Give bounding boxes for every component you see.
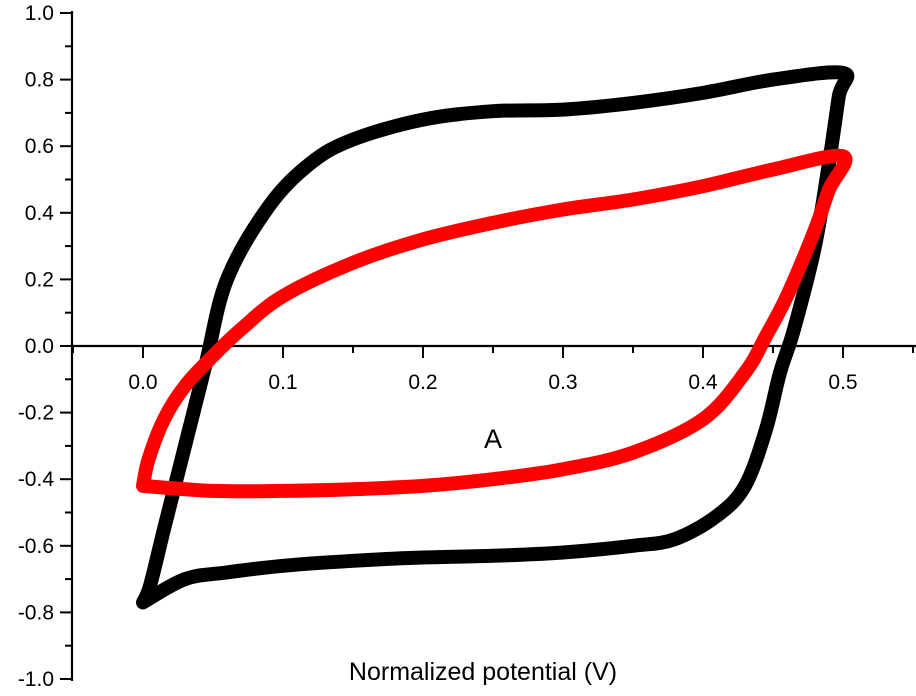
- series-curve-2: [136, 148, 853, 499]
- series-layer: [136, 65, 855, 610]
- y-tick-label: 0.6: [25, 135, 54, 158]
- x-tick-label: 0.4: [688, 371, 718, 394]
- y-tick-label: 0.8: [25, 69, 54, 92]
- y-tick-label: -0.6: [18, 535, 54, 558]
- y-tick-label: -1.0: [18, 668, 54, 691]
- y-tick-label: -0.2: [18, 402, 54, 425]
- series-curve-1: [136, 65, 855, 610]
- x-axis-title: Normalized potential (V): [349, 658, 617, 686]
- y-tick-label: 1.0: [25, 2, 54, 25]
- y-tick-label: -0.8: [18, 601, 54, 624]
- y-tick-label: 0.0: [25, 335, 54, 358]
- y-tick-label: -0.4: [18, 468, 55, 491]
- panel-label-a: A: [484, 424, 502, 454]
- y-tick-label: 0.4: [25, 202, 55, 225]
- x-tick-label: 0.0: [128, 371, 157, 394]
- x-tick-label: 0.2: [408, 371, 437, 394]
- x-tick-label: 0.3: [548, 371, 577, 394]
- x-tick-label: 0.1: [268, 371, 297, 394]
- y-tick-label: 0.2: [25, 268, 54, 291]
- labels-layer: Normalized potential (V) A: [349, 424, 617, 686]
- x-tick-label: 0.5: [828, 371, 857, 394]
